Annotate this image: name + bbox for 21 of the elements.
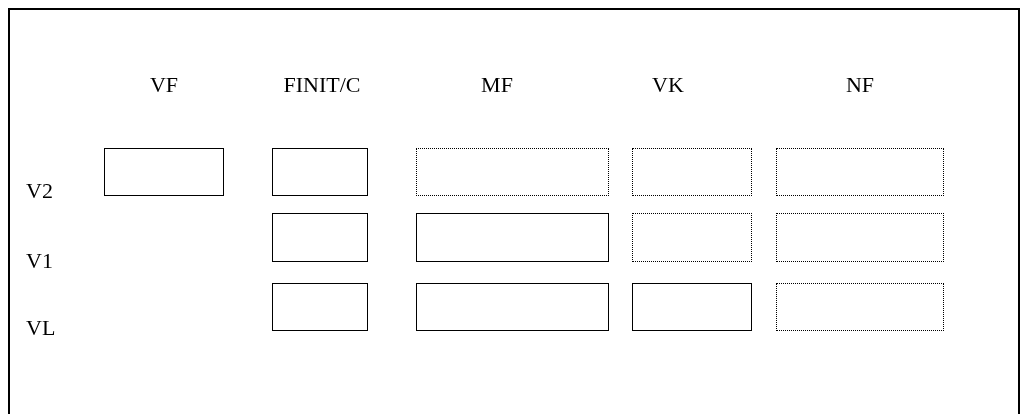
empty-box (104, 148, 224, 196)
dotted-box (416, 148, 609, 196)
row-label: V2 (26, 180, 53, 202)
column-header: VK (652, 74, 684, 96)
empty-box (416, 213, 609, 262)
column-header: FINIT/C (283, 74, 361, 96)
column-header: VF (149, 74, 179, 96)
empty-box (272, 148, 368, 196)
empty-box (416, 283, 609, 331)
row-label: VL (26, 317, 56, 339)
dotted-box (632, 148, 752, 196)
column-header: MF (481, 74, 513, 96)
dotted-box (776, 213, 944, 262)
dotted-box (776, 148, 944, 196)
empty-box (272, 213, 368, 262)
dotted-box (632, 213, 752, 262)
empty-box (272, 283, 368, 331)
row-label: V1 (26, 250, 53, 272)
column-header: NF (845, 74, 875, 96)
empty-box (632, 283, 752, 331)
dotted-box (776, 283, 944, 331)
